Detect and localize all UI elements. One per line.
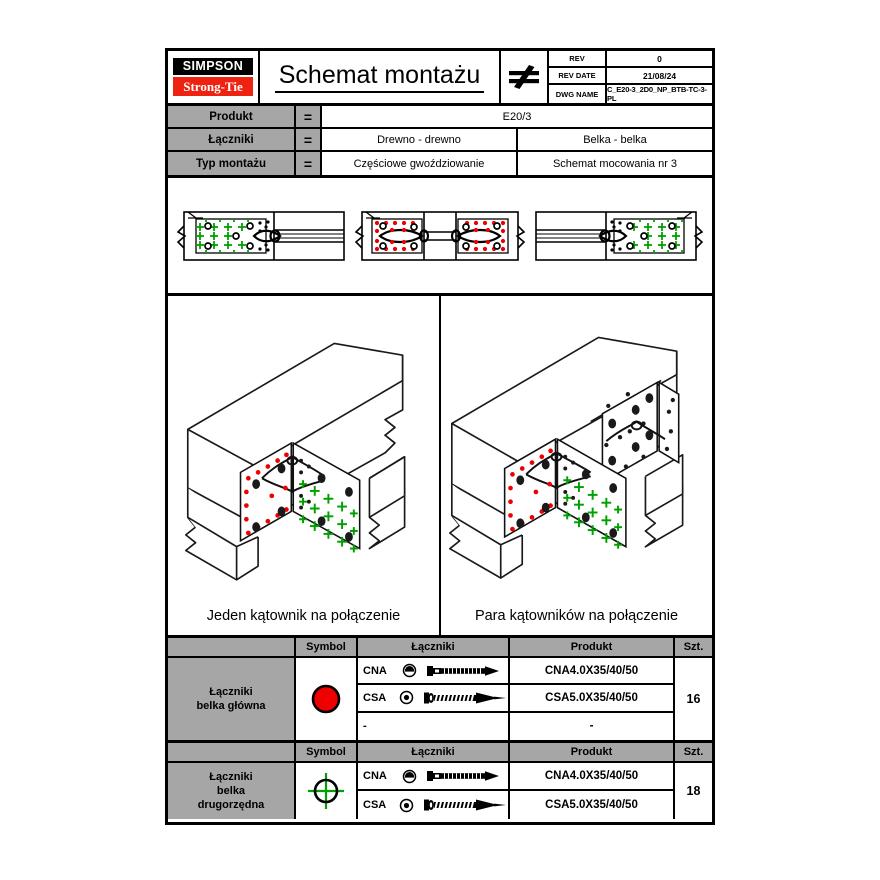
spec-equals-icon: = — [296, 152, 322, 175]
rev-label: REV — [549, 51, 607, 66]
fastener-table-header: Symbol Łączniki Produkt Szt. — [168, 638, 712, 658]
fastener-table-main-beam: Symbol Łączniki Produkt Szt. Łączniki be… — [168, 638, 712, 743]
product-list-main-beam: CNA4.0X35/40/50 CSA5.0X35/40/50 - — [510, 658, 675, 740]
fastener-code-csa: CSA — [363, 799, 387, 811]
header-group-spacer — [168, 638, 296, 656]
rev-value: 0 — [657, 53, 662, 64]
product-csa: CSA5.0X35/40/50 — [545, 799, 638, 811]
brand-logo-strongtie: Strong-Tie — [173, 77, 253, 96]
spec-key-laczniki: Łączniki — [168, 129, 296, 150]
drawing-title-text: Schemat montażu — [274, 61, 485, 93]
qty-main-beam: 16 — [686, 692, 701, 706]
plan-view-left — [176, 186, 352, 286]
iso-single-bracket — [168, 296, 441, 596]
fastener-row-csa: CSA — [358, 791, 508, 819]
header-symbol: Symbol — [296, 743, 358, 761]
revision-grid: REV 0 REV DATE 21/08/24 DWG NAME C_E20-3… — [549, 51, 712, 103]
drawing-title: Schemat montażu — [260, 51, 501, 103]
fastener-row-csa: CSA — [358, 685, 508, 713]
fastener-list-secondary-beam: CNA — [358, 763, 510, 819]
group-label-line2: belka główna — [196, 700, 266, 712]
spec-key-typ-montazu: Typ montażu — [168, 152, 296, 175]
group-label-line1: Łączniki — [209, 771, 253, 783]
screw-head-icon — [395, 690, 418, 705]
product-cna: CNA4.0X35/40/50 — [510, 763, 673, 791]
group-label-line2: belka — [216, 785, 246, 797]
spec-row-laczniki: Łączniki = Drewno - drewno Belka - belka — [168, 129, 712, 152]
plan-view-right — [528, 186, 704, 286]
header-qty: Szt. — [683, 746, 704, 758]
spec-equals-icon: = — [296, 129, 322, 150]
caption-right: Para kątowników na połączenie — [474, 607, 679, 624]
header-symbol: Symbol — [296, 638, 358, 656]
spec-equals-icon: = — [296, 106, 322, 127]
revision-date-row: REV DATE 21/08/24 — [549, 68, 712, 85]
isometric-strip — [168, 296, 712, 596]
revision-row: REV 0 — [549, 51, 712, 68]
dwg-name-label: DWG NAME — [549, 85, 607, 103]
spec-value-typ-1: Częściowe gwoździowanie — [322, 152, 518, 175]
not-equal-icon — [501, 51, 549, 103]
group-label-main-beam: Łączniki belka główna — [168, 658, 296, 740]
dwg-name-row: DWG NAME C_E20-3_2D0_NP_BTB-TC-3-PL — [549, 85, 712, 103]
spec-row-typ-montazu: Typ montażu = Częściowe gwoździowanie Sc… — [168, 152, 712, 175]
fastener-code-empty: - — [363, 720, 367, 733]
product-csa: CSA5.0X35/40/50 — [510, 685, 673, 713]
brand-logo: SIMPSON Strong-Tie — [168, 51, 260, 103]
nail-head-icon — [397, 663, 421, 678]
group-label-line1: Łączniki — [209, 686, 253, 698]
plan-view-middle — [352, 186, 528, 286]
product-cna: CNA4.0X35/40/50 — [510, 658, 673, 686]
fastener-table-secondary-beam: Symbol Łączniki Produkt Szt. Łączniki be… — [168, 743, 712, 819]
group-label-line3: drugorzędna — [197, 799, 265, 811]
drawing-sheet: SIMPSON Strong-Tie Schemat montażu REV 0… — [165, 48, 715, 825]
product-empty: - — [589, 720, 594, 733]
fastener-row-cna: CNA — [358, 763, 508, 791]
spec-row-produkt: Produkt = E20/3 — [168, 106, 712, 129]
fastener-table-header: Symbol Łączniki Produkt Szt. — [168, 743, 712, 763]
title-block: SIMPSON Strong-Tie Schemat montażu REV 0… — [168, 51, 712, 106]
fastener-list-main-beam: CNA — [358, 658, 510, 740]
nail-icon — [421, 663, 508, 679]
header-product: Produkt — [510, 638, 675, 656]
spec-value-typ-2: Schemat mocowania nr 3 — [552, 157, 678, 170]
nail-head-icon — [397, 769, 421, 784]
fastener-code-csa: CSA — [363, 691, 387, 704]
iso-pair-bracket — [441, 296, 712, 596]
fastener-table-body: Łączniki belka główna CNA — [168, 658, 712, 740]
header-qty: Szt. — [683, 641, 704, 653]
qty-secondary-beam: 18 — [686, 784, 701, 798]
header-product: Produkt — [510, 743, 675, 761]
dwg-name-value: C_E20-3_2D0_NP_BTB-TC-3-PL — [607, 85, 707, 103]
rev-date-label: REV DATE — [549, 68, 607, 83]
fastener-row-empty: - — [358, 713, 508, 740]
spec-key-produkt: Produkt — [168, 106, 296, 127]
symbol-green-crosshair-icon — [296, 763, 358, 819]
brand-logo-simpson: SIMPSON — [173, 58, 253, 75]
spec-value-produkt: E20/3 — [502, 110, 532, 123]
product-list-secondary-beam: CNA4.0X35/40/50 CSA5.0X35/40/50 — [510, 763, 675, 819]
rev-date-value: 21/08/24 — [642, 70, 677, 81]
symbol-filled-red-circle-icon — [296, 658, 358, 740]
caption-left: Jeden kątownik na połączenie — [168, 596, 441, 635]
spec-value-laczniki-1: Drewno - drewno — [322, 129, 518, 150]
spec-value-laczniki-2: Belka - belka — [583, 133, 647, 146]
group-label-secondary-beam: Łączniki belka drugorzędna — [168, 763, 296, 819]
screw-icon — [418, 797, 508, 813]
caption-strip: Jeden kątownik na połączenie Para kątown… — [168, 596, 712, 638]
nail-icon — [421, 768, 508, 784]
header-fasteners: Łączniki — [358, 638, 510, 656]
fastener-row-cna: CNA — [358, 658, 508, 686]
fastener-table-body: Łączniki belka drugorzędna CNA — [168, 763, 712, 819]
header-fasteners: Łączniki — [358, 743, 510, 761]
spec-table: Produkt = E20/3 Łączniki = Drewno - drew… — [168, 106, 712, 178]
fastener-code-cna: CNA — [363, 664, 387, 677]
plan-view-strip — [168, 178, 712, 296]
fastener-code-cna: CNA — [363, 770, 387, 782]
header-group-spacer — [168, 743, 296, 761]
screw-icon — [418, 690, 508, 706]
screw-head-icon — [395, 798, 418, 813]
